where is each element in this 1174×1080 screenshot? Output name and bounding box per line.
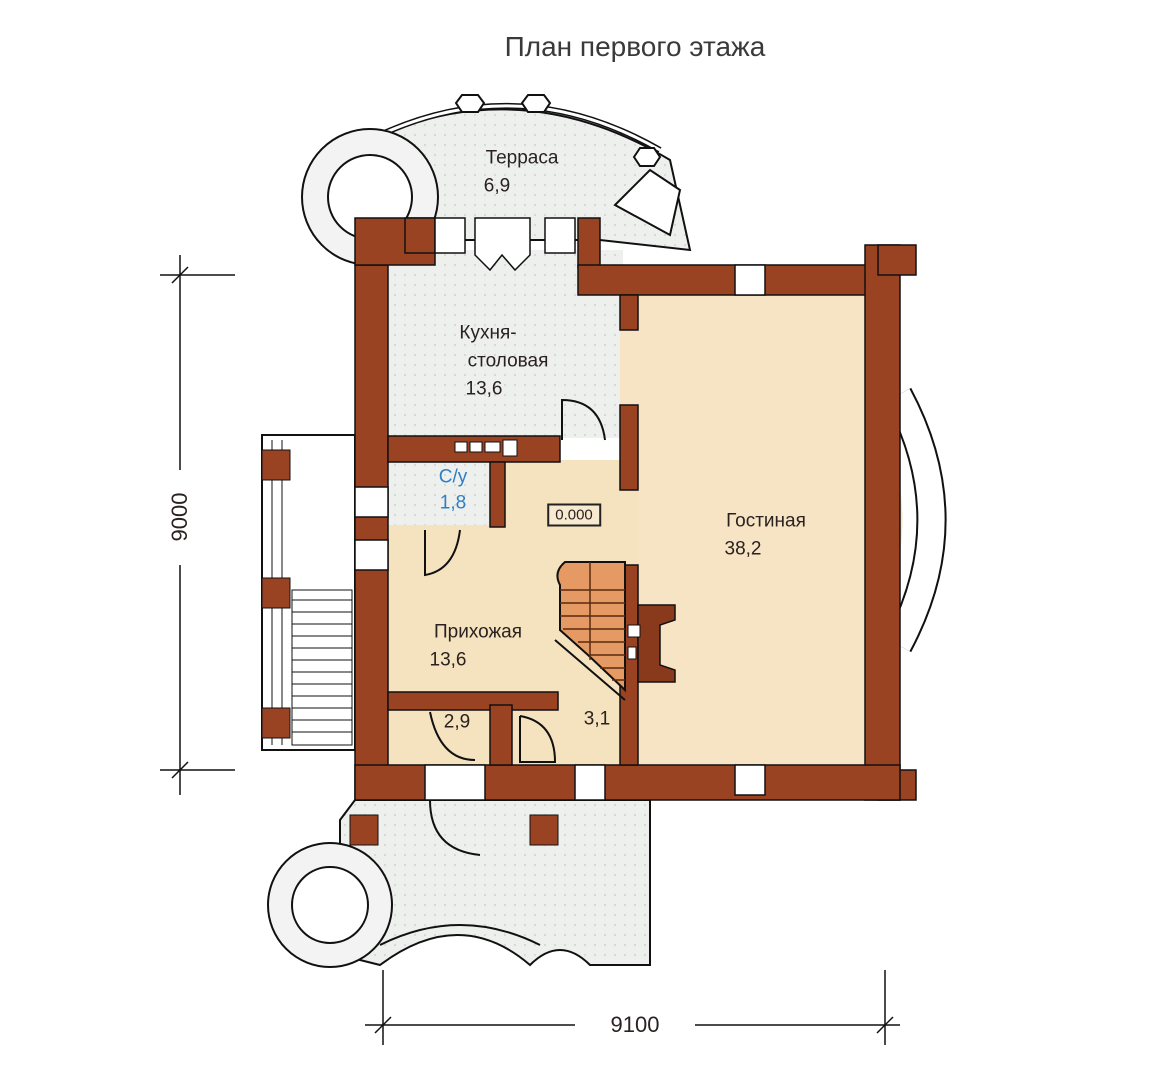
left-stairs (261, 434, 356, 751)
dimension-horizontal: 9100 (610, 1012, 660, 1037)
room-name-kitchen: Кухня- (459, 322, 517, 344)
doors (424, 398, 606, 856)
room-area-wc: 1,8 (439, 492, 467, 514)
room-area-kitchen: 13,6 (465, 378, 503, 400)
walls (354, 217, 917, 801)
dimension-lines (160, 255, 900, 1045)
dimension-vertical: 9000 (167, 492, 192, 542)
room-area-hallway: 13,6 (429, 649, 467, 671)
fireplace (627, 604, 676, 683)
terrace-door (474, 217, 531, 272)
room-name-kitchen-2: столовая (467, 350, 549, 372)
room-name-living: Гостиная (726, 510, 806, 532)
level-mark: 0.000 (547, 503, 601, 527)
room-area-terrace: 6,9 (483, 175, 511, 197)
room-area-living: 38,2 (724, 538, 762, 560)
staircase (554, 561, 626, 701)
room-name-terrace: Терраса (485, 147, 559, 169)
room-area-vestibule: 3,1 (583, 708, 611, 730)
kitchen-counter (454, 439, 518, 457)
living-floor (620, 295, 868, 767)
wc-floor (388, 462, 500, 525)
room-name-wc: С/у (438, 466, 468, 488)
plan-title: План первого этажа (504, 31, 766, 62)
room-area-storage: 2,9 (443, 711, 471, 733)
entrance-porch (267, 799, 651, 968)
room-name-hallway: Прихожая (433, 621, 523, 643)
windows (354, 217, 766, 801)
